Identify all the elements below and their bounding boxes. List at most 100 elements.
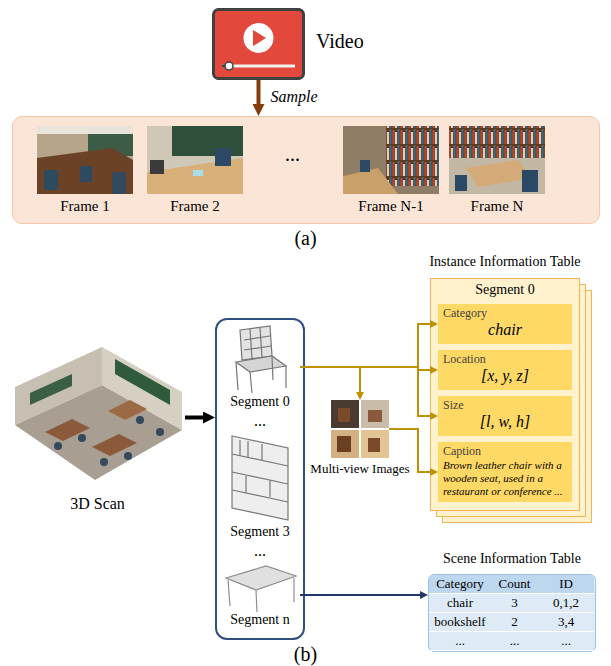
chair: [360, 160, 370, 172]
table: [343, 168, 398, 194]
segment-node: Segment n: [220, 562, 300, 628]
card-title: Segment 0: [438, 282, 572, 298]
video-frame: Frame 2: [147, 126, 243, 218]
connector-arrow: [257, 80, 261, 104]
table-top: [226, 566, 296, 590]
table-cell: 2: [491, 613, 538, 632]
instance-card: Instance Information TableSegment 0Categ…: [430, 278, 580, 511]
multiview-label: Multi-view Images: [310, 461, 409, 477]
play-button: [244, 23, 274, 53]
progress-knob: [225, 62, 233, 70]
blackboard: [172, 126, 243, 156]
table-cell: 3,4: [538, 613, 594, 632]
chair: [54, 442, 62, 450]
shelf-segment: [232, 436, 288, 520]
chair: [522, 170, 538, 192]
chair: [80, 166, 92, 182]
table-cell: 3: [491, 594, 538, 613]
field-name: Size: [443, 398, 567, 413]
chair: [338, 408, 350, 422]
attribute-field: CaptionBrown leather chair with a wooden…: [438, 442, 572, 502]
connector-arrow: [300, 324, 430, 367]
wall: [102, 347, 182, 430]
frame-label: Frame N-1: [343, 198, 439, 215]
shelf-frame: [232, 436, 288, 520]
table: [108, 400, 147, 420]
table-cell: ...: [538, 632, 594, 651]
blackboard: [88, 134, 133, 156]
frames-band: ...Frame 1Frame 2Frame N-1Frame N: [12, 116, 600, 224]
field-value: [l, w, h]: [443, 413, 567, 431]
view: [361, 430, 389, 458]
table: [147, 158, 243, 194]
segment-node: Segment 3: [220, 432, 300, 540]
chair: [156, 428, 164, 436]
field-value: Brown leather chair with a wooden seat, …: [443, 459, 567, 498]
chair: [337, 436, 351, 452]
chair: [215, 148, 231, 166]
field-name: Caption: [443, 444, 567, 459]
chair: [44, 170, 58, 190]
chair: [136, 416, 144, 424]
scan-label: 3D Scan: [10, 495, 185, 513]
progress-done: [222, 65, 229, 68]
progress-bar: [222, 65, 295, 68]
ellipsis: ...: [217, 542, 303, 560]
connector-arrow: [389, 429, 430, 472]
table-cell: bookshelf: [429, 613, 491, 632]
segment-label: Segment 3: [220, 524, 300, 540]
table: [466, 160, 532, 187]
field-name: Category: [443, 306, 567, 321]
table-legs: [228, 578, 294, 612]
connector-arrow: [300, 367, 430, 416]
chair-legs: [236, 356, 286, 393]
scan-illustration: [15, 347, 182, 480]
ceiling: [37, 126, 133, 134]
edge-label: Sample: [271, 88, 318, 106]
table-cell: chair: [429, 594, 491, 613]
play-triangle: [253, 30, 266, 46]
chair: [124, 452, 132, 460]
view: [361, 400, 389, 428]
floor: [15, 385, 182, 480]
chair: [112, 172, 126, 194]
connector-arrow: [300, 367, 360, 392]
segment-label: Segment n: [220, 612, 300, 628]
subfigure-label: (b): [0, 644, 611, 664]
bookshelf: [386, 126, 439, 186]
connector-arrow: [300, 367, 430, 370]
multiview-node: Multi-view Images: [331, 400, 389, 458]
table-header-cell: Category: [429, 575, 491, 594]
attribute-field: Categorychair: [438, 304, 572, 344]
player-frame: [214, 10, 304, 79]
mesh: [244, 328, 271, 359]
wall: [343, 126, 439, 194]
ellipsis: ...: [285, 143, 300, 166]
segment-label: Segment 0: [220, 394, 300, 410]
field-name: Location: [443, 352, 567, 367]
ellipsis: ...: [217, 412, 303, 430]
wall: [147, 126, 243, 194]
table-heading: Scene Information Table: [443, 551, 581, 567]
frame-image: [343, 126, 439, 194]
chair: [78, 434, 86, 442]
blackboard: [30, 374, 72, 405]
video-frame: Frame N: [449, 126, 545, 218]
table: [37, 148, 133, 194]
table-header-cell: Count: [491, 575, 538, 594]
view: [331, 430, 359, 458]
segment-node: Segment 0: [220, 324, 300, 410]
table-cell: 0,1,2: [538, 594, 594, 613]
table: [45, 419, 90, 441]
table-heading: Instance Information Table: [429, 254, 580, 270]
video-frame: Frame N-1: [343, 126, 439, 218]
frame-label: Frame N: [449, 198, 545, 215]
floor: [449, 126, 545, 194]
shelf-boards: [232, 454, 288, 502]
frame-image: [449, 126, 545, 194]
table-segment: [226, 566, 296, 612]
chair: [455, 175, 467, 191]
segment-group: ...... Segment 0 Segment 3 Segment n: [215, 318, 305, 640]
chair: [150, 160, 164, 174]
video-icon: [214, 10, 304, 79]
